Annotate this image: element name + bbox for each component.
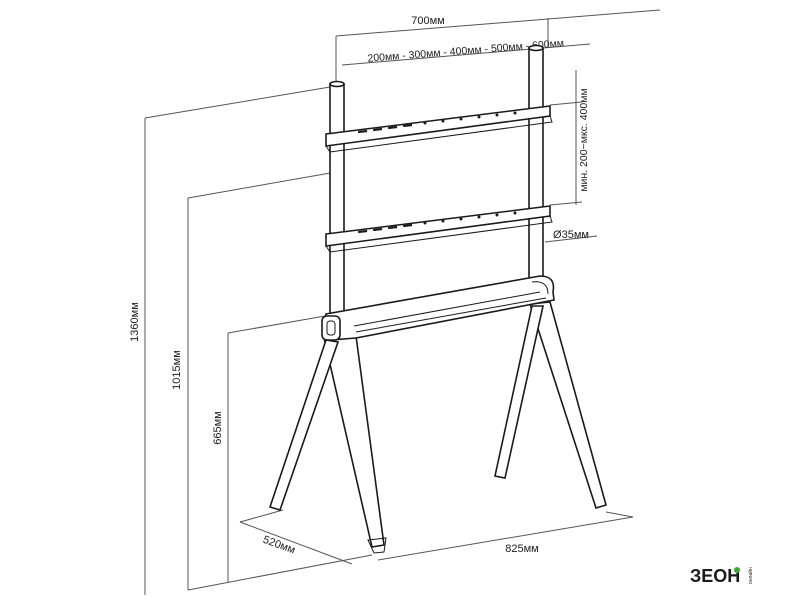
lower-bar-slots	[358, 211, 517, 234]
logo-accent-dot	[734, 567, 740, 573]
label-pole-diameter: Ø35мм	[553, 229, 589, 241]
front-right-leg	[528, 301, 607, 509]
stand-drawing	[268, 44, 607, 554]
label-width: 825мм	[505, 543, 538, 555]
left-pole	[329, 83, 345, 321]
dim-1360-top-ext	[144, 85, 337, 119]
dim-520-ext	[239, 509, 284, 523]
upper-vesa-bar-edge	[325, 115, 553, 153]
dim-vesa-line	[341, 43, 591, 66]
right-pole	[528, 47, 544, 287]
upper-bar-slots	[358, 111, 517, 134]
right-hub-curve	[531, 281, 549, 295]
dim-1015-top-ext	[187, 171, 337, 199]
left-pole-cap	[329, 80, 345, 88]
rear-right-leg	[494, 305, 544, 479]
dimension-lines	[144, 9, 661, 595]
dim-700-line	[335, 9, 661, 37]
base-crossbar-groove	[353, 291, 541, 327]
base-crossbar-lip	[355, 297, 547, 333]
lower-vesa-bar	[325, 205, 551, 247]
right-pole-cap	[528, 44, 544, 52]
lower-vesa-bar-edge	[325, 215, 553, 253]
dim-520-line	[239, 521, 353, 565]
label-depth: 520мм	[261, 534, 297, 557]
label-mid-height: 1015мм	[171, 350, 183, 390]
left-hub	[321, 315, 341, 341]
label-vesa-vertical: мин. 200~мкс. 400мм	[578, 88, 590, 191]
dim-diameter-line	[544, 235, 598, 243]
logo-suffix: онлайн	[747, 567, 754, 584]
label-vesa-width: 700мм	[411, 15, 444, 27]
rear-left-leg	[268, 339, 340, 511]
dim-vesa-v-bottom	[549, 201, 583, 206]
logo-text: ЗЕОН	[690, 566, 740, 586]
dim-vesa-v-top	[549, 101, 583, 106]
front-left-leg	[323, 335, 385, 548]
label-total-height: 1360мм	[129, 302, 141, 342]
zeon-logo: ЗЕОН онлайн	[690, 566, 754, 586]
floor-line	[187, 554, 373, 591]
front-left-foot	[367, 537, 387, 554]
dim-825-ext	[605, 511, 634, 518]
left-hub-inner	[326, 320, 336, 336]
base-crossbar	[322, 275, 555, 341]
upper-vesa-bar	[325, 105, 551, 147]
dim-665-top-ext	[227, 315, 326, 334]
label-lower-height: 665мм	[212, 411, 224, 444]
dim-825-line	[377, 516, 634, 561]
